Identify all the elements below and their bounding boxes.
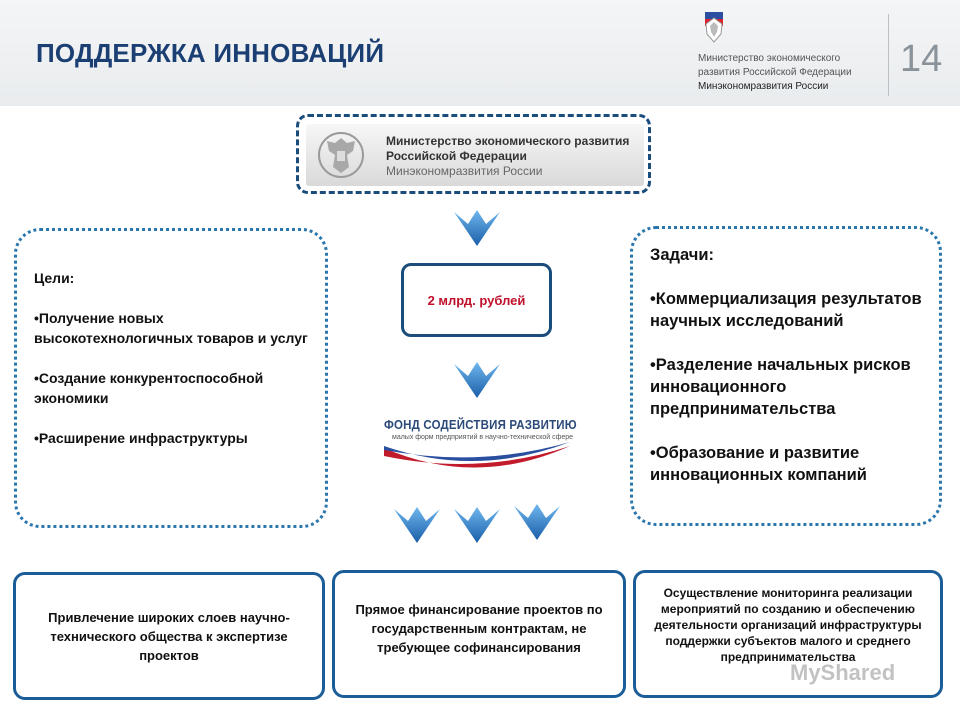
down-arrow-icon: [454, 507, 500, 543]
goals-panel: [14, 228, 328, 528]
ministry-caption: Министерство экономического развития Рос…: [698, 52, 886, 94]
funding-amount-box: 2 млрд. рублей: [401, 263, 552, 337]
goal-item: •Создание конкурентоспособной экономики: [34, 370, 264, 406]
goal-item: •Получение новых высокотехнологичных тов…: [34, 310, 308, 346]
banner-line1: Министерство экономического развития: [386, 134, 630, 148]
down-arrow-icon: [454, 362, 500, 398]
goal-item: •Расширение инфраструктуры: [34, 430, 248, 446]
tasks-list: Задачи: •Коммерциализация результатов на…: [650, 244, 925, 486]
fund-logo: [384, 442, 570, 468]
ministry-line2: развития Российской Федерации: [698, 67, 852, 78]
down-arrow-icon: [454, 210, 500, 246]
fund-title: ФОНД СОДЕЙСТВИЯ РАЗВИТИЮ: [384, 418, 577, 432]
down-arrow-icon: [394, 507, 440, 543]
goals-list: Цели: •Получение новых высокотехнологичн…: [34, 268, 309, 448]
banner-line2: Российской Федерации: [386, 149, 527, 163]
ministry-short: Минэкономразвития России: [698, 81, 829, 92]
goals-heading: Цели:: [34, 270, 75, 286]
bottom-box-financing: Прямое финансирование проектов по госуда…: [332, 570, 626, 698]
ministry-logo-icon: [705, 12, 723, 43]
bottom-box-text: Прямое финансирование проектов по госуда…: [355, 602, 603, 655]
page-title: ПОДДЕРЖКА ИННОВАЦИЙ: [36, 38, 385, 68]
fund-subtitle: малых форм предприятий в научно-техничес…: [392, 434, 574, 441]
ministry-dashed-frame: [296, 114, 651, 194]
bottom-box-monitoring: Осуществление мониторинга реализации мер…: [633, 570, 943, 698]
header-divider: [888, 14, 889, 96]
bottom-box-text: Привлечение широких слоев научно-техниче…: [48, 609, 290, 663]
ministry-line1: Министерство экономического: [698, 53, 841, 64]
header-bar: [0, 0, 960, 106]
tasks-panel: [630, 226, 942, 526]
eagle-emblem-icon: [318, 132, 364, 178]
task-item: •Коммерциализация результатов научных ис…: [650, 290, 922, 330]
down-arrow-icon: [514, 504, 560, 540]
funding-amount: 2 млрд. рублей: [427, 292, 526, 308]
banner-line3: Минэкономразвития России: [386, 164, 543, 178]
tasks-heading: Задачи:: [650, 246, 714, 264]
task-item: •Разделение начальных рисков инновационн…: [650, 356, 911, 418]
watermark: MyShared: [790, 660, 896, 685]
ministry-banner-text: Министерство экономического развития Рос…: [386, 134, 646, 179]
bottom-box-expertise: Привлечение широких слоев научно-техниче…: [13, 572, 325, 700]
task-item: •Образование и развитие инновационных ко…: [650, 444, 867, 484]
bottom-box-text: Осуществление мониторинга реализации мер…: [654, 586, 922, 664]
page-number: 14: [900, 38, 943, 80]
